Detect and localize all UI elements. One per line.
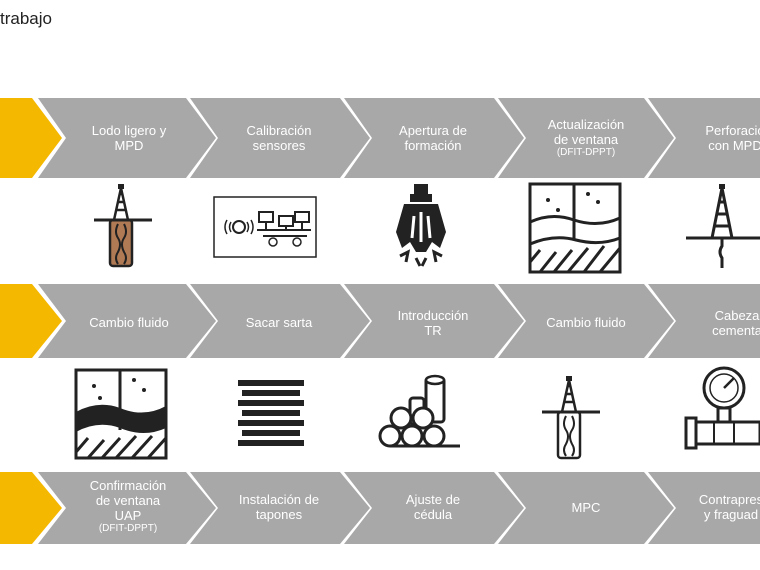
step-chevron — [648, 284, 760, 358]
accent-chevron — [0, 472, 62, 544]
step-chevron — [344, 472, 524, 544]
accent-chevron — [0, 98, 62, 178]
formation-window-icon — [528, 182, 622, 274]
step-chevron — [648, 472, 760, 544]
step-chevron — [190, 284, 370, 358]
step-label: MPC — [571, 500, 601, 515]
step-chevron — [38, 98, 216, 178]
step-chevron — [190, 98, 370, 178]
drill-bit-icon — [396, 184, 446, 267]
step-chevron — [38, 472, 216, 544]
fluid-change-rig-icon — [542, 376, 600, 460]
row-1-chevrons — [0, 98, 760, 178]
pressure-gauge-icon — [684, 366, 760, 450]
drilling-rig-mud-icon — [94, 184, 152, 268]
sensor-pumps-icon — [213, 196, 317, 258]
step-chevron — [344, 284, 524, 358]
step-chevron — [344, 98, 524, 178]
accent-chevron — [0, 284, 62, 358]
step-label: Cambio fluido — [546, 315, 626, 330]
step-label: Cambio fluido — [89, 315, 169, 330]
page-title: trabajo — [0, 9, 52, 28]
step-chevron — [498, 284, 674, 358]
drilling-rig-icon — [686, 184, 760, 268]
step-chevron — [498, 98, 674, 178]
row-2-chevrons — [0, 284, 760, 358]
pipe-stack-icon — [238, 380, 304, 446]
step-label: Sacar sarta — [245, 315, 313, 330]
fluid-change-formation-icon — [74, 368, 168, 460]
step-chevron — [498, 472, 674, 544]
step-chevron — [38, 284, 216, 358]
casing-pipes-icon — [378, 374, 460, 448]
step-chevron — [190, 472, 370, 544]
row-3-chevrons — [0, 472, 760, 544]
step-chevron — [648, 98, 760, 178]
